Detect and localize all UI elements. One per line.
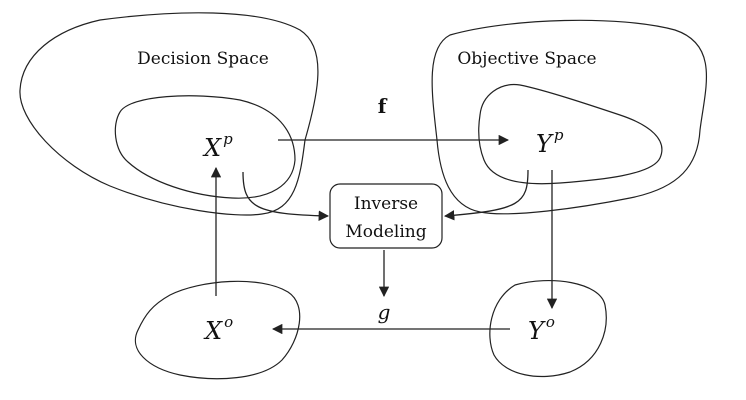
decision-space-region bbox=[19, 12, 319, 216]
yp-to-model-arrow bbox=[443, 169, 529, 221]
node-xo-base: X bbox=[203, 317, 223, 345]
objective-space-title: Objective Space bbox=[457, 49, 596, 69]
inverse-modeling-label-line1: Inverse bbox=[354, 194, 418, 214]
node-yo-sup: o bbox=[546, 313, 555, 331]
mapping-g-label: g bbox=[378, 300, 391, 324]
decision-space-title: Decision Space bbox=[137, 49, 269, 69]
inverse-modeling-label-line2: Modeling bbox=[345, 222, 426, 242]
xo-region bbox=[134, 280, 301, 380]
node-xp-base: X bbox=[202, 134, 222, 162]
node-yp-base: Y bbox=[536, 130, 554, 158]
node-xp-sup: p bbox=[223, 130, 233, 148]
node-yp-sup: p bbox=[554, 126, 564, 144]
xp-to-model-arrow bbox=[242, 171, 330, 221]
node-xo-sup: o bbox=[224, 313, 233, 331]
objective-space-region bbox=[431, 19, 707, 215]
inverse-modeling-box bbox=[329, 183, 443, 249]
node-yo-base: Y bbox=[528, 317, 546, 345]
yo-region bbox=[489, 279, 607, 378]
objective-pareto-region bbox=[478, 84, 663, 185]
decision-pareto-region bbox=[114, 95, 296, 199]
mapping-f-label: f bbox=[378, 94, 388, 118]
